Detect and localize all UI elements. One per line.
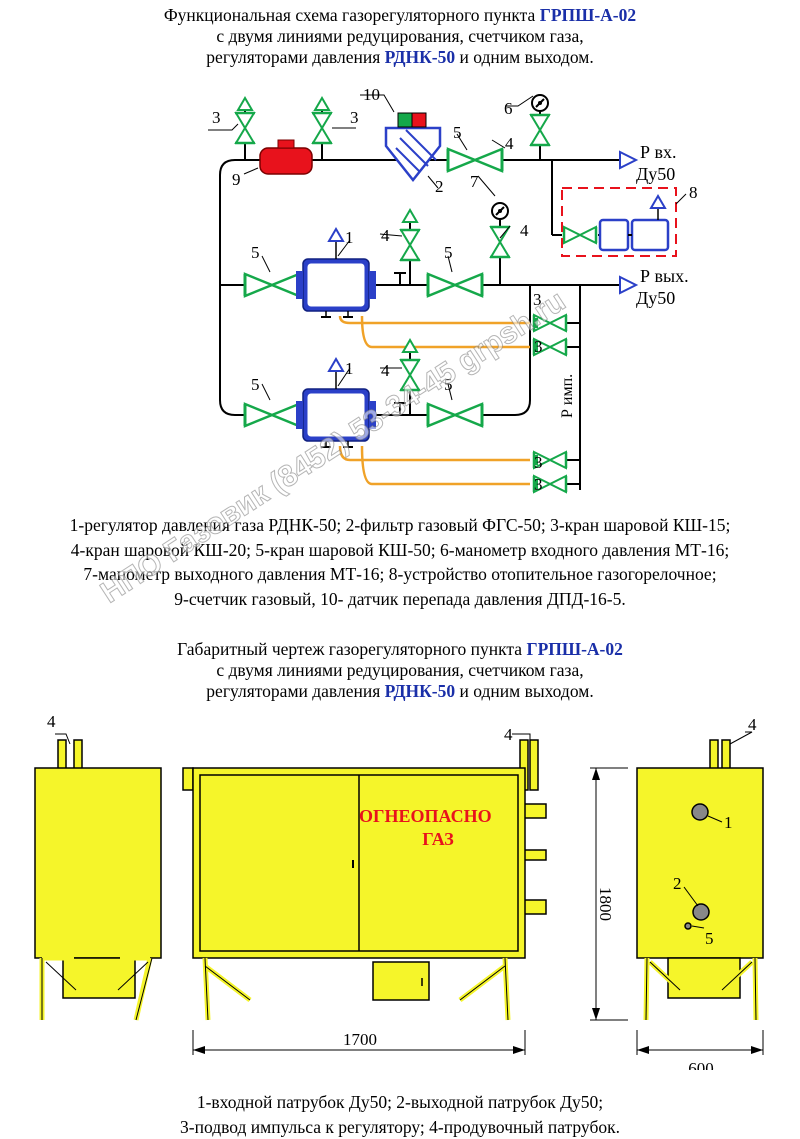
- scheme-title-text: и одним выходом.: [455, 47, 594, 67]
- regulator-1: [295, 358, 377, 448]
- callout-9: 9: [232, 170, 241, 189]
- callout-10: 10: [363, 85, 380, 104]
- valve-4: [488, 225, 512, 259]
- callout-1: 1: [724, 813, 733, 832]
- front-view: [182, 739, 547, 1021]
- drawing-title: Габаритный чертеж газорегуляторного пунк…: [0, 639, 800, 702]
- outlet-gauge: [491, 202, 509, 220]
- callout-5: 5: [705, 929, 714, 948]
- drawing-title-line-2: с двумя линиями редуцирования, счетчиком…: [216, 660, 584, 680]
- side-view-left: [34, 739, 162, 1021]
- scheme-title-line-3: регуляторами давления РДНК-50 и одним вы…: [0, 47, 800, 68]
- scheme-title-line-2: с двумя линиями редуцирования, счетчиком…: [216, 26, 584, 46]
- regulator-name: РДНК-50: [384, 681, 456, 701]
- legend-line: 7-манометр выходного давления МТ-16; 8-у…: [83, 564, 717, 584]
- callout-3: 3: [534, 337, 543, 356]
- callout-4: 4: [381, 361, 390, 380]
- drawing-title-text: регуляторами давления: [206, 681, 385, 701]
- outlet-arrow: [619, 275, 639, 295]
- callout-2: 2: [673, 874, 682, 893]
- heater-unit: [561, 187, 677, 257]
- valve-5: [243, 402, 301, 428]
- inlet-size: Ду50: [636, 164, 675, 184]
- callout-3: 3: [534, 475, 543, 494]
- valve-3: [233, 111, 257, 145]
- valve-4: [528, 113, 552, 147]
- dim-depth: 600: [688, 1059, 714, 1070]
- gas-filter: [384, 126, 442, 183]
- callout-4: 4: [520, 221, 529, 240]
- callout-3: 3: [212, 108, 221, 127]
- drawing-title-line-1: Габаритный чертеж газорегуляторного пунк…: [0, 639, 800, 660]
- valve-heater: [562, 225, 598, 245]
- gas-meter: [259, 139, 313, 175]
- model-name: ГРПШ-А-02: [526, 639, 623, 659]
- valve-5: [243, 272, 301, 298]
- valve-5: [426, 272, 484, 298]
- scheme-legend: 1-регулятор давления газа РДНК-50; 2-фил…: [0, 513, 800, 611]
- inlet-arrow: [619, 150, 639, 170]
- valve-5: [426, 402, 484, 428]
- callout-3: 3: [350, 108, 359, 127]
- drawing-title-text: Габаритный чертеж газорегуляторного пунк…: [177, 639, 527, 659]
- functional-scheme: Р вх. Ду50 Р вых. Ду50 Р имп. 3 3 10 6 2…: [208, 85, 698, 494]
- legend-line: 9-счетчик газовый, 10- датчик перепада д…: [174, 588, 626, 609]
- warning-label: ГАЗ: [422, 829, 454, 849]
- valve-5: [446, 147, 504, 173]
- inlet-label: Р вх.: [640, 142, 677, 162]
- callout-4: 4: [504, 725, 513, 744]
- callout-5: 5: [251, 243, 260, 262]
- regulator-1: [295, 228, 377, 318]
- valve-3: [532, 313, 568, 333]
- callout-5: 5: [444, 375, 453, 394]
- legend-line: 4-кран шаровой КШ-20; 5-кран шаровой КШ-…: [70, 539, 730, 560]
- drawing-title-text: и одним выходом.: [455, 681, 594, 701]
- outlet-label: Р вых.: [640, 266, 689, 286]
- callout-5: 5: [251, 375, 260, 394]
- model-name: ГРПШ-А-02: [539, 5, 637, 25]
- scheme-title-line-1: Функциональная схема газорегуляторного п…: [0, 5, 800, 26]
- callout-3: 3: [533, 290, 542, 309]
- inlet-gauge: [531, 94, 549, 112]
- drawing-title-line-3: регуляторами давления РДНК-50 и одним вы…: [0, 681, 800, 702]
- callout-7: 7: [470, 172, 479, 191]
- callout-5: 5: [453, 123, 462, 142]
- callout-5: 5: [444, 243, 453, 262]
- dim-width: 1700: [343, 1030, 377, 1049]
- callout-4: 4: [47, 712, 56, 731]
- impulse-label: Р имп.: [559, 374, 576, 418]
- scheme-title-text: Функциональная схема газорегуляторного п…: [163, 5, 540, 25]
- drawing-legend: 1-входной патрубок Ду50; 2-выходной патр…: [0, 1090, 800, 1139]
- dim-height: 1800: [596, 887, 615, 921]
- side-view-right: [636, 739, 764, 1021]
- legend-line: 1-входной патрубок Ду50; 2-выходной патр…: [196, 1092, 604, 1112]
- scheme-title: Функциональная схема газорегуляторного п…: [0, 5, 800, 68]
- legend-line: 3-подвод импульса к регулятору; 4-продув…: [180, 1116, 620, 1137]
- callout-4: 4: [505, 134, 514, 153]
- callout-3: 3: [534, 453, 543, 472]
- warning-label: ОГНЕОПАСНО: [359, 806, 492, 826]
- legend-line: 1-регулятор давления газа РДНК-50; 2-фил…: [69, 515, 731, 535]
- outlet-size: Ду50: [636, 288, 675, 308]
- valve-3: [310, 111, 334, 145]
- dimensional-drawing: ОГНЕОПАСНО ГАЗ 1700 600 1800 4 4 4 1 2 5: [34, 712, 764, 1070]
- callout-1: 1: [345, 228, 354, 247]
- callout-4: 4: [748, 715, 757, 734]
- scheme-title-text: регуляторами давления: [206, 47, 385, 67]
- callout-8: 8: [689, 183, 698, 202]
- callout-6: 6: [504, 99, 513, 118]
- valve-4: [398, 228, 422, 262]
- regulator-name: РДНК-50: [384, 47, 456, 67]
- pressure-sensor: [397, 112, 427, 128]
- callout-1: 1: [345, 359, 354, 378]
- callout-2: 2: [435, 177, 444, 196]
- callout-4: 4: [381, 226, 390, 245]
- valve-4: [398, 358, 422, 392]
